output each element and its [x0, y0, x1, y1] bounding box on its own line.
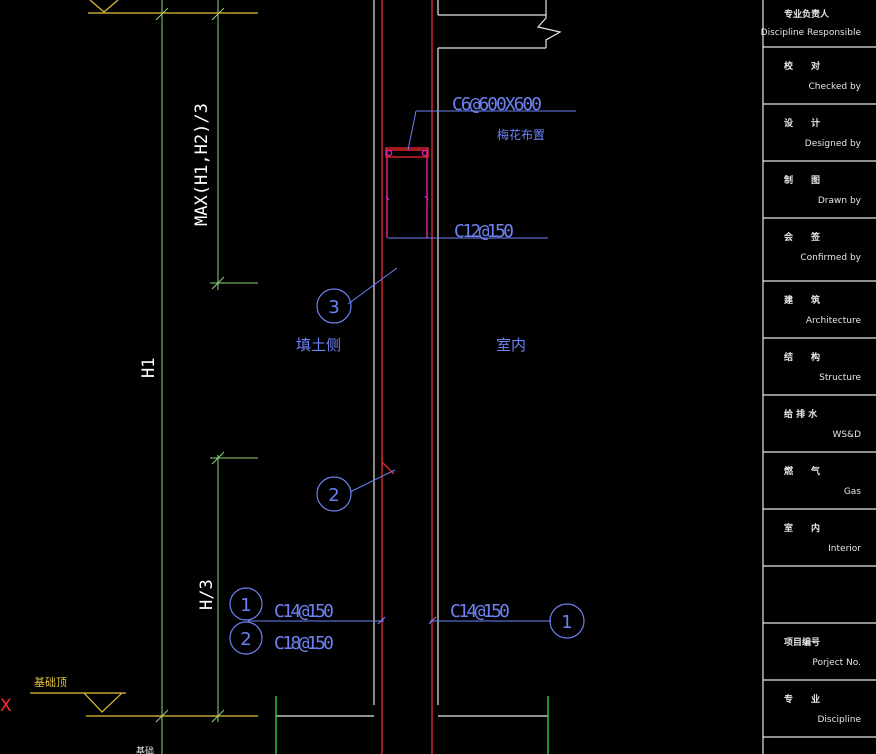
- title-block-role-en: Checked by: [808, 82, 861, 92]
- title-block-row: 校 对 Checked by: [763, 60, 876, 105]
- title-block-role-en: Architecture: [806, 316, 862, 326]
- axis-x-label: X: [0, 696, 12, 716]
- title-block-role-cn: 制 图: [784, 174, 820, 186]
- title-block-row: 室 内 Interior: [763, 522, 876, 567]
- title-block-row: 设 计 Designed by: [763, 117, 876, 162]
- callout-2-left: 2: [229, 621, 263, 655]
- svg-text:2: 2: [328, 485, 339, 506]
- title-block-role-en: Structure: [819, 373, 861, 383]
- title-block-role-en: Discipline Responsible: [761, 28, 862, 38]
- dimension-overall-label: H1: [139, 358, 159, 378]
- title-block-role-cn: 会 签: [784, 231, 821, 243]
- title-block-row: 制 图 Drawn by: [763, 174, 876, 219]
- callout-1-right: 1: [549, 603, 585, 639]
- title-block: 专业负责人 Discipline Responsible 校 对 Checked by…: [761, 0, 876, 754]
- rebar-label-left-1: C14@150: [274, 601, 334, 622]
- title-block-role-cn: 校 对: [784, 60, 820, 72]
- dimension-top-label: MAX(H1,H2)/3: [192, 103, 212, 226]
- callout-1-left: 1: [229, 587, 263, 621]
- rebar-label-left-2: C18@150: [274, 633, 334, 654]
- zone-soil-side: 填土侧: [296, 336, 341, 354]
- title-block-role-cn: 设 计: [784, 117, 820, 129]
- zone-indoor: 室内: [496, 336, 526, 354]
- svg-text:3: 3: [328, 297, 339, 318]
- title-block-row: 专业负责人 Discipline Responsible: [761, 8, 876, 48]
- title-block-row: 专 业 Discipline: [763, 693, 876, 738]
- title-block-row: 项目编号 Porject No.: [763, 636, 876, 681]
- break-symbol: [536, 0, 562, 48]
- title-block-role-cn: 给 排 水: [784, 408, 818, 420]
- title-block-row: 会 签 Confirmed by: [763, 231, 876, 282]
- title-block-row: 燃 气 Gas: [763, 465, 876, 510]
- title-block-role-cn: 专业负责人: [784, 8, 830, 20]
- svg-text:2: 2: [240, 629, 251, 650]
- level-markers: [30, 0, 258, 717]
- rebar-note-top-stirrup: 梅花布置: [497, 127, 545, 142]
- svg-text:1: 1: [240, 595, 251, 616]
- dimension-bottom-label: H/3: [197, 579, 217, 610]
- callout-2-middle: 2: [316, 476, 352, 512]
- title-block-role-cn: 专 业: [784, 693, 820, 705]
- leader-ticks: [377, 616, 437, 625]
- callout-3: 3: [316, 288, 352, 324]
- title-block-row: 建 筑 Architecture: [763, 294, 876, 339]
- title-block-row: 给 排 水 WS&D: [763, 408, 876, 453]
- title-block-role-en: Gas: [844, 487, 861, 497]
- rebar-label-top-main: C12@150: [454, 221, 514, 242]
- title-block-role-cn: 燃 气: [784, 465, 820, 477]
- title-block-role-en: Confirmed by: [800, 253, 861, 263]
- title-block-role-cn: 结 构: [784, 351, 820, 363]
- rebar-label-right-1: C14@150: [450, 601, 510, 622]
- title-block-role-en: Discipline: [817, 715, 861, 725]
- title-block-role-cn: 室 内: [784, 522, 820, 534]
- title-block-role-en: Drawn by: [818, 196, 862, 206]
- top-hook-bar: [385, 147, 429, 238]
- title-block-role-en: Porject No.: [812, 658, 861, 668]
- title-block-role-cn: 建 筑: [784, 294, 820, 306]
- title-block-role-en: Designed by: [805, 139, 862, 149]
- title-block-role-cn: 项目编号: [784, 636, 820, 648]
- base-lines: [275, 696, 549, 754]
- level-note: 基础顶: [34, 676, 67, 689]
- title-block-role-en: WS&D: [832, 430, 861, 440]
- vertical-rebars: [381, 0, 433, 754]
- rebar-label-top-stirrup: C6@600X600: [452, 94, 542, 115]
- title-block-row: 结 构 Structure: [763, 351, 876, 396]
- leader-lines: [248, 110, 576, 622]
- bottom-note: 基础: [136, 745, 154, 754]
- title-block-role-en: Interior: [828, 544, 861, 554]
- svg-text:1: 1: [561, 612, 572, 633]
- wall-outline: [276, 0, 548, 717]
